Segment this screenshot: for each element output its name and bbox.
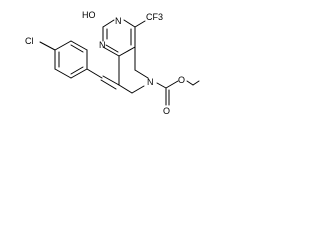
label-n3: N xyxy=(115,16,122,26)
bond-ph-cl xyxy=(39,41,56,51)
label-cf3: CF3 xyxy=(146,12,163,22)
pyrimidine-ring xyxy=(102,19,136,57)
bond-c7-c8 xyxy=(118,84,133,94)
bond-c8a-n1 xyxy=(102,46,120,57)
bond-c4a-c8a xyxy=(118,46,136,57)
bond-n6-c7 xyxy=(131,85,145,94)
bond-ch2-ch3 xyxy=(192,80,200,86)
bond-exocyclic-double xyxy=(102,75,120,86)
label-chloro: Cl xyxy=(25,36,34,46)
bond-n3-c4 xyxy=(123,19,136,28)
bond-ester-o-ch2 xyxy=(186,80,194,86)
bond-ph-5-6 xyxy=(54,68,72,79)
label-n7: N xyxy=(147,77,154,87)
chemical-structure: HO N N CF3 Cl N O O xyxy=(25,10,200,116)
bond-ph-inner-a xyxy=(70,44,84,53)
bond-c8a-n1-double xyxy=(105,44,119,53)
bond-c5-n6 xyxy=(134,69,149,79)
bond-ch-phenyl xyxy=(86,68,103,79)
bond-carbonyl-ester-o xyxy=(165,80,179,89)
label-n1: N xyxy=(99,40,106,50)
pyridine-ring xyxy=(118,46,149,94)
bond-c2-n3 xyxy=(102,19,115,28)
bond-ph-3-4 xyxy=(54,40,72,51)
chlorophenyl-ring xyxy=(54,40,88,79)
label-ester-o: O xyxy=(178,75,185,85)
bond-c4-cf3 xyxy=(134,20,146,28)
label-hydroxyl: HO xyxy=(82,10,96,20)
bond-ph-inner-c xyxy=(70,66,84,75)
bond-ph-6-1 xyxy=(70,68,88,79)
bond-ph-2-3 xyxy=(70,40,88,51)
label-carbonyl-o: O xyxy=(163,106,170,116)
bond-exocyclic-double-2 xyxy=(100,79,117,90)
bond-n6-c-carbonyl xyxy=(156,82,167,89)
